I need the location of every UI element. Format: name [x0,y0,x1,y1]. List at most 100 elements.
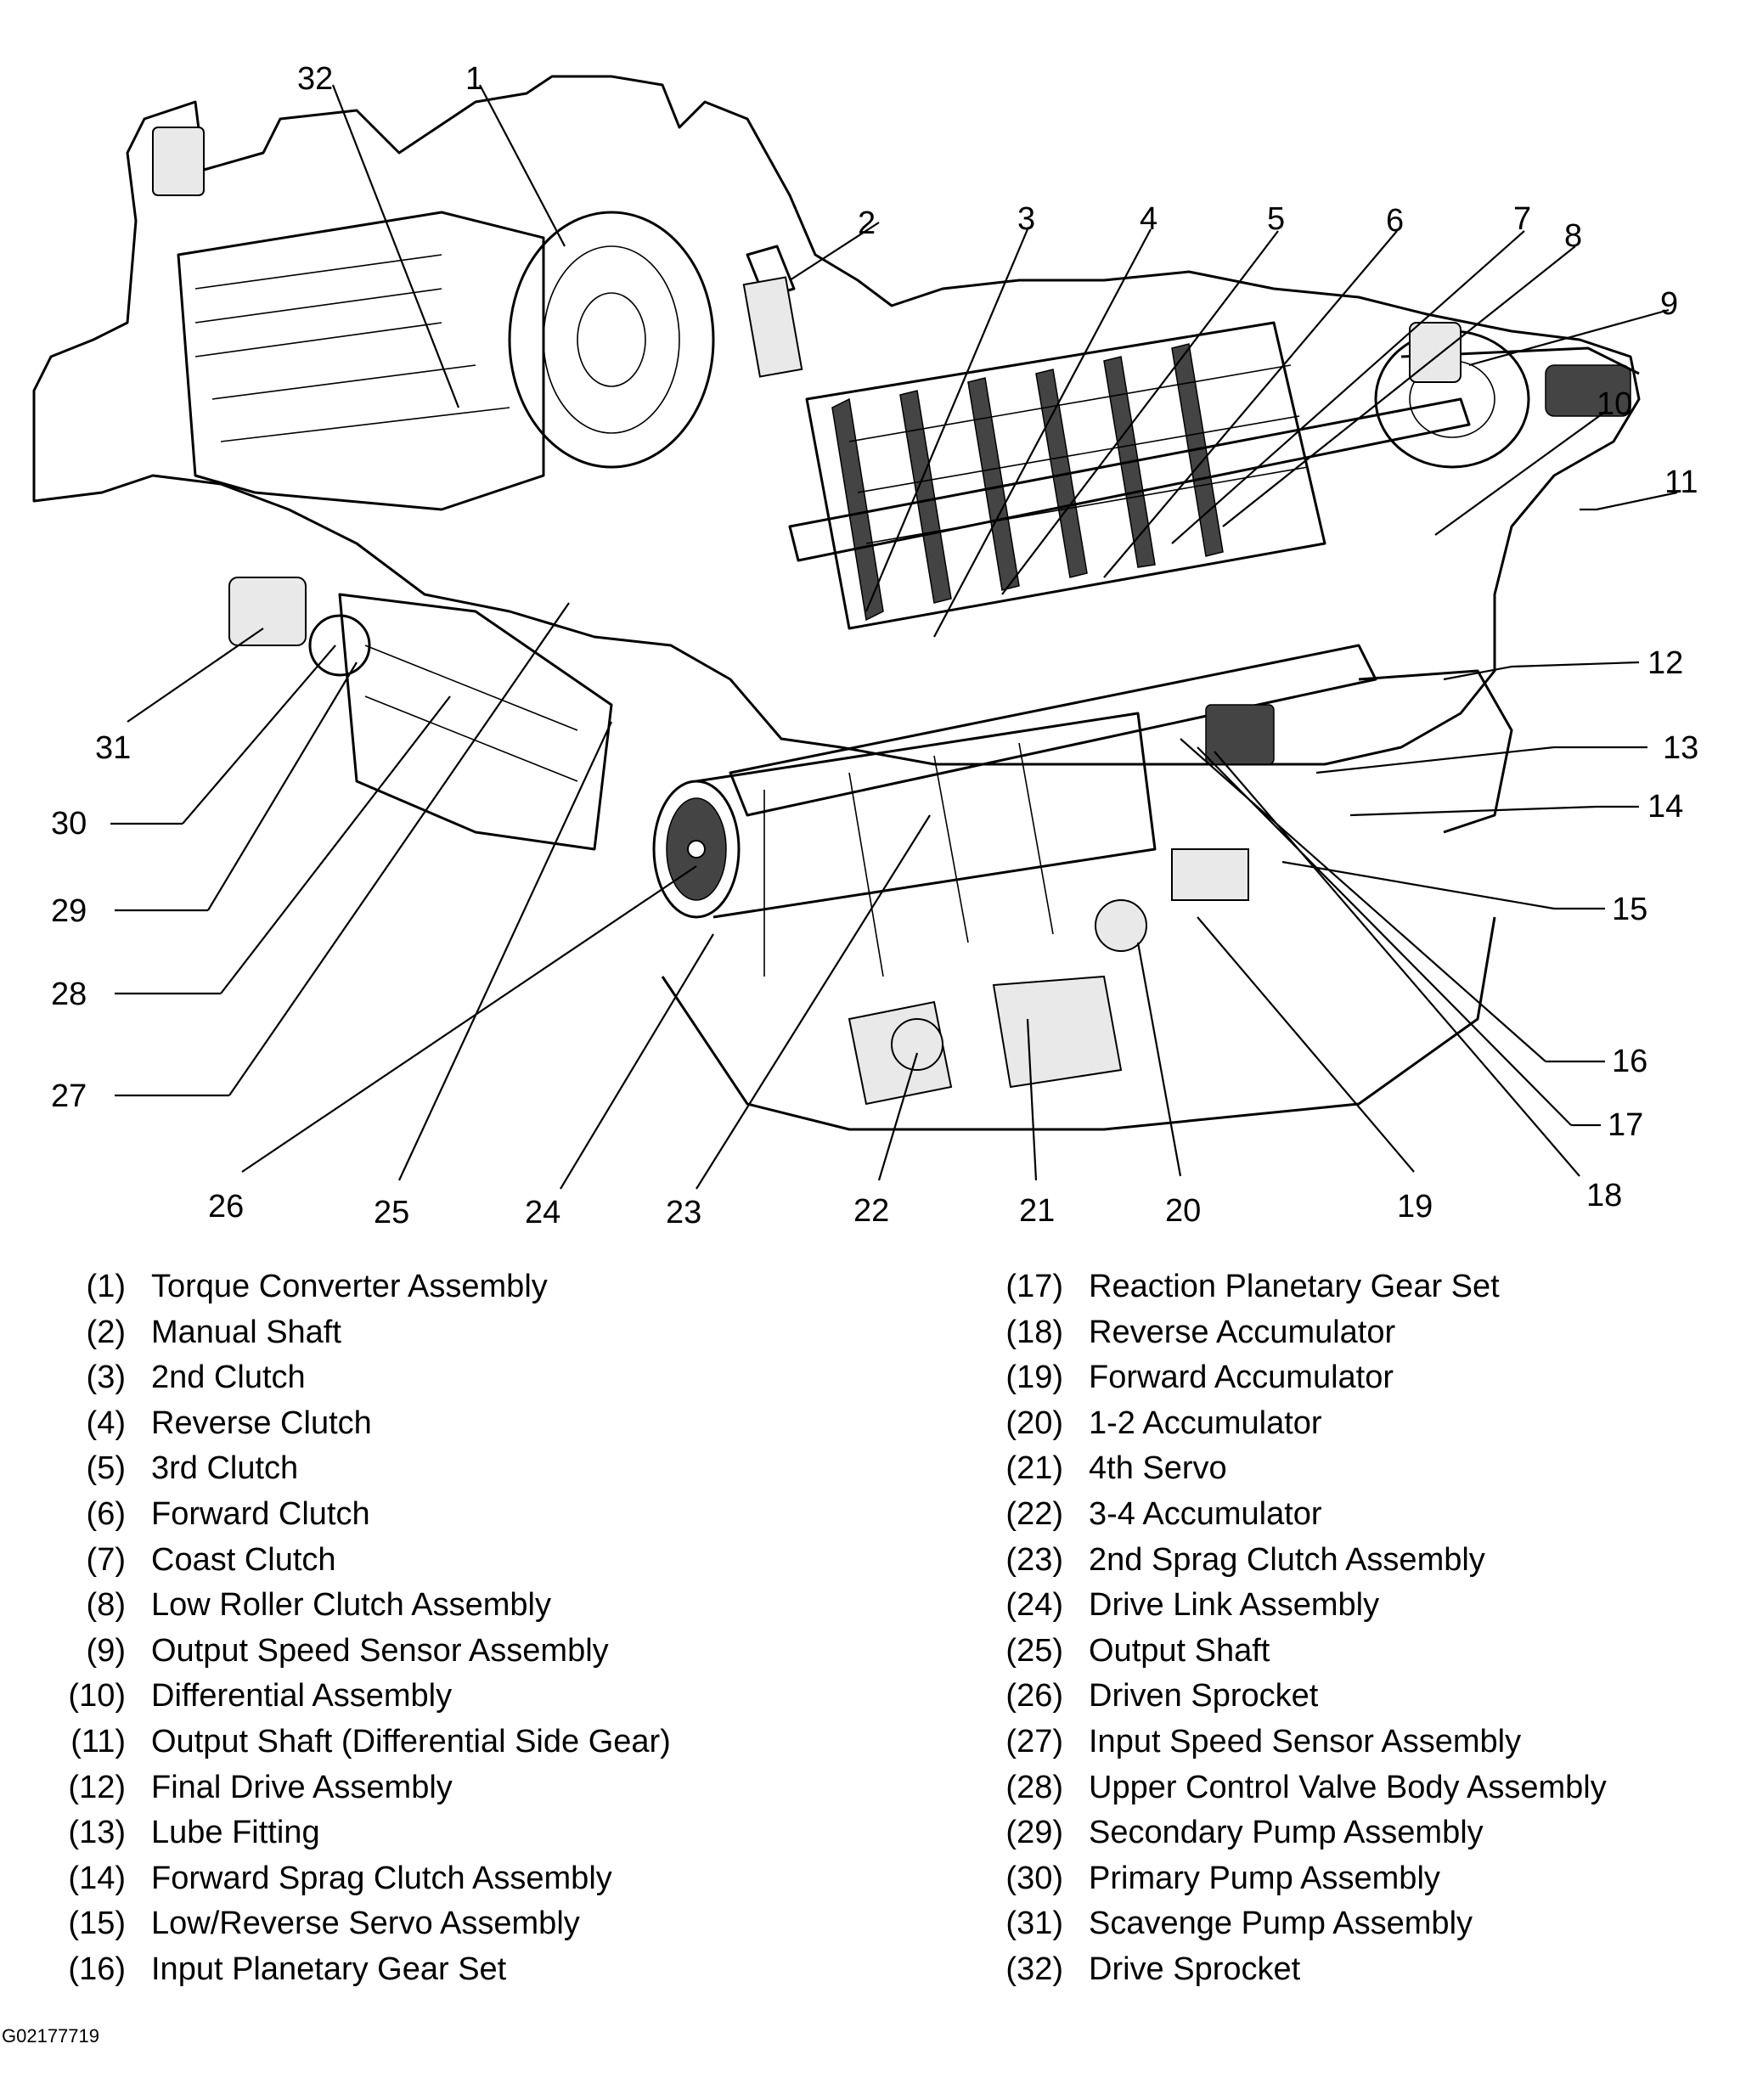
legend-item-number: (32) [1005,1951,1063,1987]
legend-item: (14)Forward Sprag Clutch Assembly [61,1857,611,1900]
callout-23: 23 [666,1195,701,1230]
legend-item-number: (11) [70,1724,126,1759]
callout-25: 25 [374,1195,409,1230]
legend-item-label: Secondary Pump Assembly [1089,1815,1484,1851]
callout-24: 24 [525,1195,560,1230]
legend-item-label: 3rd Clutch [151,1450,299,1487]
legend-item-number: (21) [1005,1450,1063,1487]
legend-item-label: Manual Shaft [151,1314,341,1350]
legend-item-number: (23) [1005,1541,1063,1578]
callout-16: 16 [1612,1044,1647,1079]
legend-item-number: (1) [86,1269,126,1304]
legend-item: (19) Forward Accumulator [994,1356,1394,1399]
legend-item-label: Torque Converter Assembly [151,1269,548,1304]
callout-15: 15 [1612,892,1647,927]
legend-item-number: (2) [86,1314,126,1350]
legend-item: (5)3rd Clutch [61,1447,299,1489]
legend-item-label: Upper Control Valve Body Assembly [1089,1769,1607,1805]
legend-item-number: (15) [68,1906,126,1942]
legend-item: (28) Upper Control Valve Body Assembly [994,1766,1606,1809]
legend-item-number: (7) [86,1541,126,1578]
callout-10: 10 [1597,386,1632,422]
legend-item: (20) 1-2 Accumulator [994,1402,1321,1444]
legend-item-label: Drive Sprocket [1089,1951,1301,1987]
legend-item-label: 2nd Clutch [151,1360,306,1396]
legend-item-label: Reverse Accumulator [1089,1314,1396,1350]
callout-13: 13 [1663,730,1698,766]
legend-item-number: (10) [68,1678,126,1714]
legend-item-number: (28) [1005,1769,1063,1805]
legend-item-number: (18) [1005,1314,1063,1350]
legend-item-label: Output Shaft [1089,1632,1270,1669]
legend-item: (24) Drive Link Assembly [994,1584,1379,1626]
legend-item-label: Primary Pump Assembly [1089,1860,1440,1896]
legend-item-label: 3-4 Accumulator [1089,1496,1322,1532]
legend-item-label: Scavenge Pump Assembly [1089,1906,1473,1942]
legend-item-label: Input Speed Sensor Assembly [1089,1724,1522,1759]
legend-item-label: 4th Servo [1089,1450,1227,1487]
callout-1: 1 [465,61,483,97]
callout-numbers: 32 1 2 3 4 5 6 7 8 9 10 11 12 13 14 15 1… [51,61,1698,1230]
legend-item: (21) 4th Servo [994,1447,1226,1489]
legend-item-label: Forward Clutch [151,1496,370,1532]
callout-29: 29 [51,893,87,929]
legend-item-label: Low Roller Clutch Assembly [151,1587,551,1624]
figure-id: G02177719 [2,2025,99,2047]
legend-item-number: (24) [1005,1587,1063,1624]
legend-item-label: Input Planetary Gear Set [151,1951,507,1987]
legend-item-number: (13) [68,1815,126,1851]
legend-item: (26)Driven Sprocket [994,1675,1318,1717]
legend-item-label: 2nd Sprag Clutch Assembly [1089,1541,1485,1578]
legend-item-label: Drive Link Assembly [1089,1587,1380,1624]
callout-5: 5 [1267,201,1285,237]
legend-item: (30)Primary Pump Assembly [994,1857,1439,1900]
callout-19: 19 [1397,1189,1433,1225]
legend-item: (29) Secondary Pump Assembly [994,1811,1483,1854]
legend-item: (18) Reverse Accumulator [994,1311,1395,1354]
legend-item-number: (17) [1005,1269,1063,1304]
callout-8: 8 [1564,218,1582,254]
legend-item-number: (20) [1005,1405,1063,1441]
legend-item-label: Output Speed Sensor Assembly [151,1632,609,1669]
legend-item-label: 1-2 Accumulator [1089,1405,1322,1441]
callout-31: 31 [95,730,131,766]
legend-item-number: (6) [86,1496,126,1532]
callout-18: 18 [1586,1178,1622,1213]
legend-item-number: (19) [1005,1360,1063,1396]
legend-item-label: Lube Fitting [151,1815,320,1851]
legend-item-number: (29) [1005,1815,1063,1851]
legend-item-number: (4) [86,1405,126,1441]
callout-12: 12 [1647,645,1683,681]
legend-item-label: Forward Accumulator [1089,1360,1394,1396]
callout-3: 3 [1017,201,1035,237]
legend-item: (32) Drive Sprocket [994,1948,1300,1990]
callout-11: 11 [1664,464,1698,500]
legend-item: (16) Input Planetary Gear Set [61,1948,506,1990]
legend-item-number: (3) [86,1360,126,1396]
legend-item: (9)Output Speed Sensor Assembly [61,1630,609,1672]
callout-22: 22 [853,1193,889,1229]
legend-item-label: Reaction Planetary Gear Set [1089,1269,1500,1304]
transmission-cutaway-diagram: 32 1 2 3 4 5 6 7 8 9 10 11 12 13 14 15 1… [32,61,1698,1230]
legend-item: (8)Low Roller Clutch Assembly [61,1584,551,1626]
callout-4: 4 [1140,201,1157,237]
callout-14: 14 [1647,789,1683,825]
callout-2: 2 [858,205,876,241]
legend-item-number: (27) [1005,1724,1063,1759]
legend-item-label: Low/Reverse Servo Assembly [151,1906,580,1942]
legend-item: (22)3-4 Accumulator [994,1493,1321,1535]
legend-item: (23) 2nd Sprag Clutch Assembly [994,1539,1484,1581]
transmission-illustration [32,75,1641,1131]
legend-item-label: Driven Sprocket [1089,1678,1319,1714]
callout-6: 6 [1386,203,1404,239]
callout-30: 30 [51,806,87,842]
legend-item: (7)Coast Clutch [61,1539,336,1581]
legend-item: (4)Reverse Clutch [61,1402,372,1444]
callout-20: 20 [1165,1193,1201,1229]
legend-item-number: (16) [68,1951,126,1987]
leader-lines [110,84,1678,1190]
callout-17: 17 [1608,1107,1643,1143]
callout-7: 7 [1513,201,1531,237]
legend-item: (27) Input Speed Sensor Assembly [994,1720,1521,1763]
callout-21: 21 [1019,1193,1055,1229]
